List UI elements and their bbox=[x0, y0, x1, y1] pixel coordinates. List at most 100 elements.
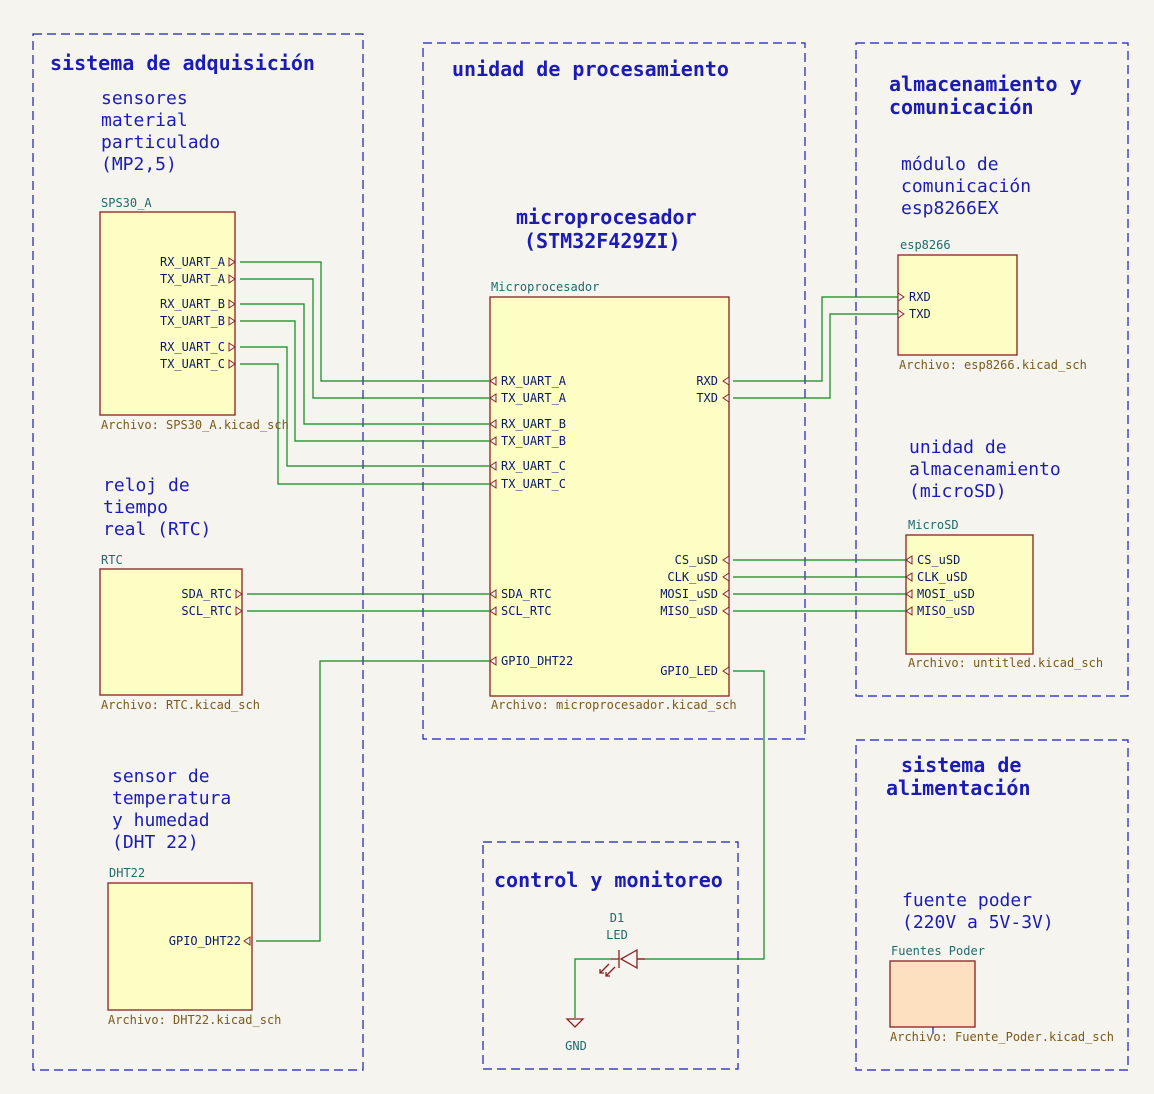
wire-tx-uart-a[interactable] bbox=[240, 278, 489, 399]
port-marker bbox=[228, 316, 236, 326]
sheet-file: Archivo: microprocesador.kicad_sch bbox=[491, 698, 737, 712]
port-marker bbox=[228, 257, 236, 267]
port-marker bbox=[489, 589, 497, 599]
zone-adquisicion: sistema de adquisición bbox=[32, 33, 364, 1071]
pin-label: RX_UART_A bbox=[160, 255, 226, 269]
port-marker bbox=[243, 936, 251, 946]
pin-label: RX_UART_B bbox=[160, 297, 225, 311]
led-arrowhead-icon bbox=[599, 969, 604, 974]
pin-label: CLK_uSD bbox=[917, 570, 968, 584]
note-esp: módulo de comunicación esp8266EX bbox=[901, 154, 1031, 219]
port-marker bbox=[235, 606, 243, 616]
sheet-name: DHT22 bbox=[109, 866, 145, 880]
note-line: almacenamiento bbox=[909, 459, 1061, 480]
wire-gpio-led[interactable] bbox=[637, 670, 765, 960]
sheet-name: RTC bbox=[101, 553, 123, 567]
pin-label: SCL_RTC bbox=[501, 604, 552, 618]
sheet-dht22[interactable]: DHT22 Archivo: DHT22.kicad_sch GPIO_DHT2… bbox=[107, 866, 281, 1027]
led-value: LED bbox=[606, 928, 628, 942]
wire-tx-uart-c[interactable] bbox=[240, 363, 489, 485]
pin-label: RX_UART_C bbox=[501, 459, 566, 473]
pin-label: RX_UART_B bbox=[501, 417, 566, 431]
sheet-rtc[interactable]: RTC Archivo: RTC.kicad_sch SDA_RTC SCL_R… bbox=[99, 553, 260, 712]
wire-led-gnd[interactable] bbox=[574, 958, 611, 1018]
pin-label: RXD bbox=[696, 374, 718, 388]
pin-label: TXD bbox=[909, 307, 931, 321]
wire-rx-uart-c[interactable] bbox=[240, 346, 489, 467]
port-marker bbox=[905, 572, 913, 582]
led-d1[interactable]: D1 LED bbox=[599, 911, 645, 977]
pin-label: MOSI_uSD bbox=[917, 587, 975, 601]
sheet-file: Archivo: Fuente_Poder.kicad_sch bbox=[890, 1030, 1114, 1044]
pin-label: TX_UART_C bbox=[160, 357, 225, 371]
note-line: (DHT 22) bbox=[112, 832, 199, 853]
note-line: módulo de bbox=[901, 154, 999, 175]
port-marker bbox=[722, 555, 730, 565]
pin-label: TX_UART_A bbox=[501, 391, 567, 405]
pin-label: GPIO_LED bbox=[660, 664, 718, 678]
sheet-microsd[interactable]: MicroSD Archivo: untitled.kicad_sch CS_u… bbox=[905, 518, 1103, 670]
note-line: esp8266EX bbox=[901, 198, 999, 219]
pin-label: TX_UART_B bbox=[501, 434, 566, 448]
note-line: real (RTC) bbox=[103, 519, 211, 540]
port-marker bbox=[722, 666, 730, 676]
zone-title-line-1: almacenamiento y bbox=[889, 72, 1082, 96]
sheet-file: Archivo: RTC.kicad_sch bbox=[101, 698, 260, 712]
note-line: comunicación bbox=[901, 176, 1031, 197]
zone-control: control y monitoreo bbox=[482, 841, 739, 1070]
wire-rxd[interactable] bbox=[733, 296, 898, 382]
pin-label: MISO_uSD bbox=[660, 604, 718, 618]
pin-label: GPIO_DHT22 bbox=[169, 934, 241, 948]
zone-title: unidad de procesamiento bbox=[452, 57, 729, 81]
pin-label: TX_UART_C bbox=[501, 477, 566, 491]
port-marker bbox=[722, 393, 730, 403]
sheet-file: Archivo: esp8266.kicad_sch bbox=[899, 358, 1087, 372]
zone-title-line-2: comunicación bbox=[889, 95, 1034, 119]
note-line: fuente poder bbox=[902, 890, 1032, 911]
pin-label: CLK_uSD bbox=[667, 570, 718, 584]
wire-tx-uart-b[interactable] bbox=[240, 320, 489, 442]
note-line: reloj de bbox=[103, 475, 190, 496]
led-emission-arrow-icon bbox=[605, 966, 616, 977]
note-line: (220V a 5V-3V) bbox=[902, 912, 1054, 933]
pin-label: MOSI_uSD bbox=[660, 587, 718, 601]
note-line: (microSD) bbox=[909, 481, 1007, 502]
wire-rx-uart-a[interactable] bbox=[240, 261, 489, 382]
sheet-microprocesador[interactable]: Microprocesador Archivo: microprocesador… bbox=[489, 280, 737, 712]
note-line: unidad de bbox=[909, 437, 1007, 458]
note-line: temperatura bbox=[112, 788, 231, 809]
wire-rx-uart-b[interactable] bbox=[240, 303, 489, 425]
port-marker bbox=[228, 274, 236, 284]
wire-gpio-dht22[interactable] bbox=[256, 660, 489, 942]
led-triangle-icon bbox=[619, 948, 638, 970]
port-marker bbox=[489, 656, 497, 666]
sheet-name: esp8266 bbox=[900, 238, 951, 252]
sheet-esp8266[interactable]: esp8266 Archivo: esp8266.kicad_sch RXD T… bbox=[897, 238, 1087, 372]
sheet-sps30[interactable]: SPS30_A Archivo: SPS30_A.kicad_sch RX_UA… bbox=[99, 196, 289, 432]
port-marker bbox=[905, 589, 913, 599]
pin-label: SCL_RTC bbox=[181, 604, 232, 618]
port-marker bbox=[722, 376, 730, 386]
note-rtc: reloj de tiempo real (RTC) bbox=[103, 475, 211, 540]
port-marker bbox=[489, 419, 497, 429]
port-marker bbox=[905, 555, 913, 565]
sheet-file: Archivo: untitled.kicad_sch bbox=[908, 656, 1103, 670]
pin-label: RXD bbox=[909, 290, 931, 304]
note-particulate-sensors: sensores material particulado (MP2,5) bbox=[101, 88, 220, 175]
pin-label: TXD bbox=[696, 391, 718, 405]
sheet-name: SPS30_A bbox=[101, 196, 152, 210]
gnd-symbol[interactable]: GND bbox=[565, 1018, 587, 1053]
port-marker bbox=[489, 479, 497, 489]
pin-label: CS_uSD bbox=[917, 553, 960, 567]
sheet-fuentes-poder[interactable]: Fuentes Poder Archivo: Fuente_Poder.kica… bbox=[889, 944, 1114, 1044]
wire-txd[interactable] bbox=[733, 313, 898, 399]
note-line: sensores bbox=[101, 88, 188, 109]
sheet-file: Archivo: SPS30_A.kicad_sch bbox=[101, 418, 289, 432]
note-power: fuente poder (220V a 5V-3V) bbox=[902, 890, 1054, 933]
note-microprocessor: microprocesador (STM32F429ZI) bbox=[516, 205, 697, 253]
port-marker bbox=[489, 606, 497, 616]
port-marker bbox=[228, 342, 236, 352]
zone-title: sistema de adquisición bbox=[50, 51, 315, 75]
port-marker bbox=[489, 393, 497, 403]
